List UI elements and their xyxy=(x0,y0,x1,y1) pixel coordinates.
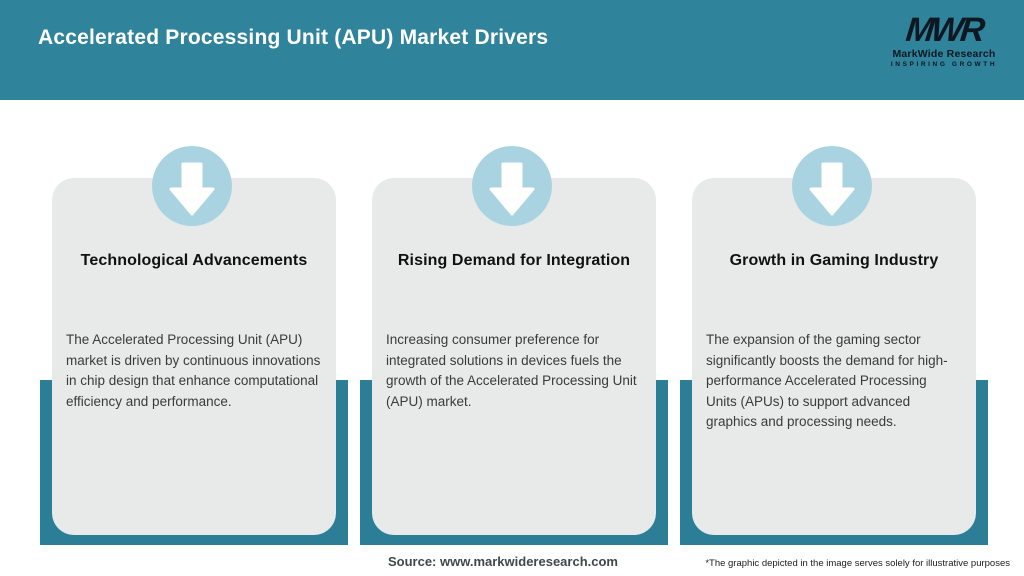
page-title: Accelerated Processing Unit (APU) Market… xyxy=(38,26,549,49)
card-title: Technological Advancements xyxy=(80,252,308,269)
arrow-down-icon xyxy=(152,146,232,226)
driver-card: Rising Demand for Integration Increasing… xyxy=(372,178,656,535)
card-title: Rising Demand for Integration xyxy=(397,252,631,269)
markwide-research-logo: MWR MarkWide Research INSPIRING GROWTH xyxy=(884,11,1004,68)
driver-card: Technological Advancements The Accelerat… xyxy=(52,178,336,535)
card-body-text: The Accelerated Processing Unit (APU) ma… xyxy=(66,332,321,409)
driver-card: Growth in Gaming Industry The expansion … xyxy=(692,178,976,535)
logo-tagline: INSPIRING GROWTH xyxy=(890,60,998,68)
disclaimer-text: *The graphic depicted in the image serve… xyxy=(705,558,1010,569)
header-bar: Accelerated Processing Unit (APU) Market… xyxy=(0,0,1024,100)
arrow-down-icon xyxy=(472,146,552,226)
card-title: Growth in Gaming Industry xyxy=(729,252,939,269)
logo-name: MarkWide Research xyxy=(892,48,996,60)
logo-acronym: MWR xyxy=(904,11,984,49)
card-body-text: Increasing consumer preference for integ… xyxy=(386,332,637,409)
source-text: Source: www.markwideresearch.com xyxy=(387,554,618,569)
arrow-down-icon xyxy=(792,146,872,226)
card-body-text: The expansion of the gaming sector signi… xyxy=(706,332,948,430)
